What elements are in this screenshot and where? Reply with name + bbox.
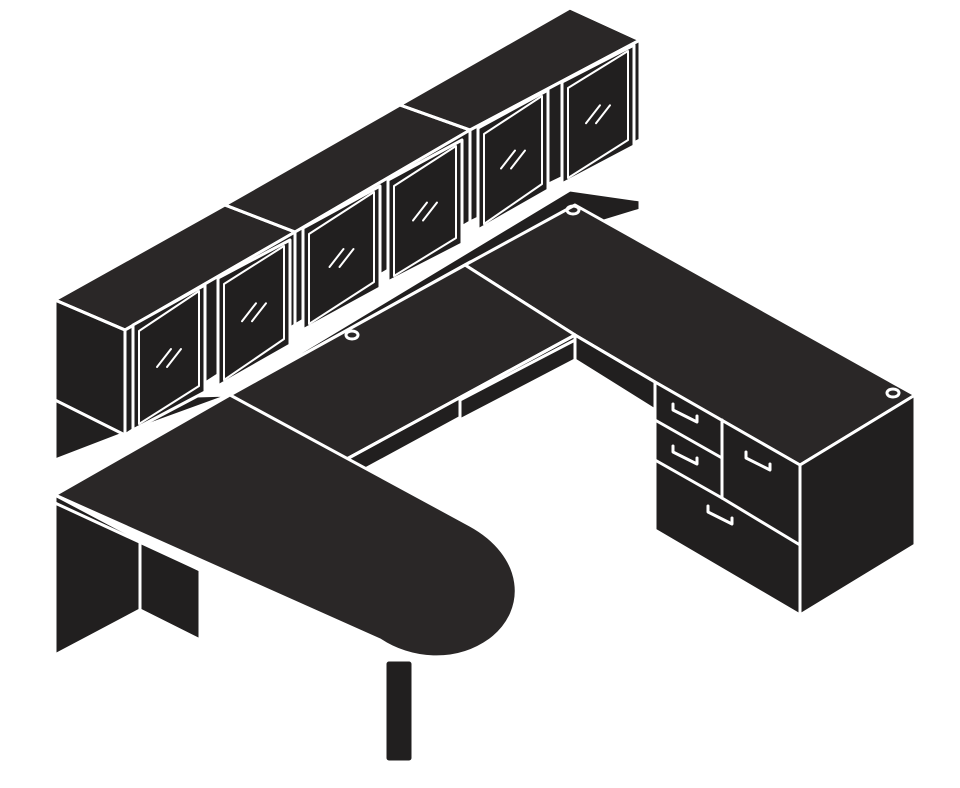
glass-glare-line [412,201,428,222]
glass-glare-line [166,348,182,368]
glass-glare-line [422,201,438,222]
hutch-glass-doors [131,43,636,432]
glass-door-5 [476,88,550,232]
cable-grommets [344,204,901,399]
drawer-pull-1 [671,402,699,424]
glass-glare-line [585,104,601,125]
glass-pane-1 [138,290,200,425]
glass-glare-line [500,149,516,170]
glass-glare-line [595,104,611,125]
glass-glare-line [328,248,345,268]
glass-pane-6 [567,50,629,179]
peninsula-post [383,658,415,764]
drawer-pull-3 [744,450,772,472]
glass-pane-5 [483,95,543,225]
center-desk [228,263,577,482]
glass-pane-2 [223,245,285,381]
hutch-separators [53,6,642,332]
glass-glare-line [510,149,526,170]
drawer-pulls [671,402,772,526]
peninsula-top [53,393,518,664]
glass-glare-line [251,302,267,323]
glass-glare-line [241,302,257,323]
glass-glare-line [338,248,355,268]
glass-pane-4 [393,145,457,277]
left-desk-panel-leg [53,493,202,657]
glass-pane-3 [308,191,375,325]
glass-door-3 [301,184,382,332]
glass-glare-line [156,348,172,368]
pedestal-cabinet [653,380,917,617]
drawer-pull-2 [671,444,699,466]
drawer-pull-4 [706,504,734,526]
